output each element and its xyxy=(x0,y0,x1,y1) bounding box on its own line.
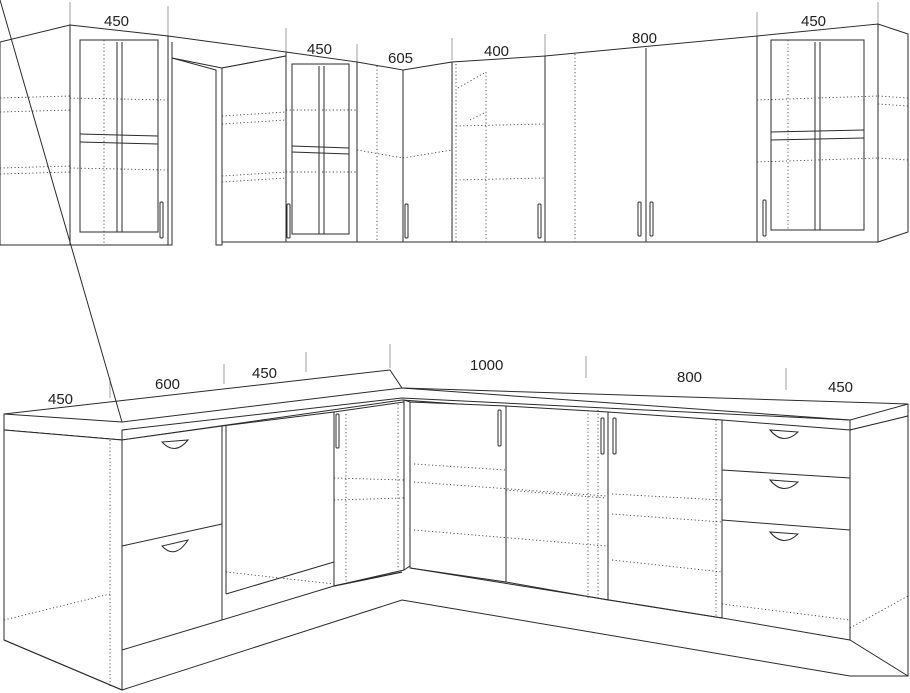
upper-cabinet-400 xyxy=(451,55,546,243)
lower-dimension-label: 450 xyxy=(252,365,277,382)
upper-glass-cabinet-3 xyxy=(756,23,879,243)
lower-dimension-label: 450 xyxy=(828,379,853,396)
upper-cabinet-400-handle xyxy=(537,203,542,239)
upper-glass-cabinet-2 xyxy=(221,51,358,243)
upper-cabinet-800-handle-left xyxy=(637,201,642,237)
lower-left-end-panel xyxy=(3,429,123,691)
lower-drawer-unit-600 xyxy=(121,425,403,691)
drawer-handle-5 xyxy=(768,531,800,541)
cabinet-1000-handle xyxy=(497,409,502,447)
upper-dimension-ticks xyxy=(69,2,879,66)
upper-dimension-label: 450 xyxy=(801,13,826,30)
upper-dimension-label: 800 xyxy=(632,30,657,47)
upper-glass-cabinet-1 xyxy=(69,24,169,246)
lower-cabinet-1000 xyxy=(409,401,609,601)
drawer-handle-2 xyxy=(161,539,190,553)
upper-dimension-label: 605 xyxy=(388,50,413,67)
upper-cabinet-2-handle xyxy=(286,203,291,239)
upper-corner-cabinet xyxy=(356,61,453,243)
upper-corner-handle xyxy=(404,203,409,239)
drawer-handle-4 xyxy=(768,479,800,489)
upper-cabinet-3-handle xyxy=(762,199,767,237)
lower-corner-cabinet xyxy=(333,399,411,587)
lower-dimension-ticks xyxy=(109,344,787,398)
lower-open-niche xyxy=(221,411,335,621)
cabinet-800-handle-left xyxy=(600,417,605,455)
cabinet-800-handle-right xyxy=(612,417,617,455)
lower-cabinet-800 xyxy=(600,411,723,619)
upper-dimension-label: 450 xyxy=(307,41,332,58)
lower-dimension-label: 600 xyxy=(155,376,180,393)
upper-cabinet-800-handle-right xyxy=(649,201,654,237)
drawer-handle-1 xyxy=(160,439,190,449)
upper-right-end-cabinet xyxy=(877,23,909,243)
upper-cabinets: 450 450 605 400 800 450 xyxy=(0,2,909,246)
upper-cabinet-1-handle xyxy=(159,201,164,239)
lower-dimension-label: 450 xyxy=(48,391,73,408)
lower-drawer-unit-450 xyxy=(721,419,851,641)
lower-dimension-label: 800 xyxy=(677,369,702,386)
upper-cabinet-800 xyxy=(544,35,758,243)
drawer-handle-3 xyxy=(768,429,800,439)
upper-left-end-cabinet xyxy=(0,24,71,246)
lower-dimension-label: 1000 xyxy=(470,357,503,374)
corner-cabinet-handle xyxy=(335,413,340,449)
lower-right-end-panel xyxy=(849,415,909,677)
lower-plinth xyxy=(3,567,908,691)
upper-dimension-label: 450 xyxy=(104,13,129,30)
upper-dimension-label: 400 xyxy=(484,43,509,60)
